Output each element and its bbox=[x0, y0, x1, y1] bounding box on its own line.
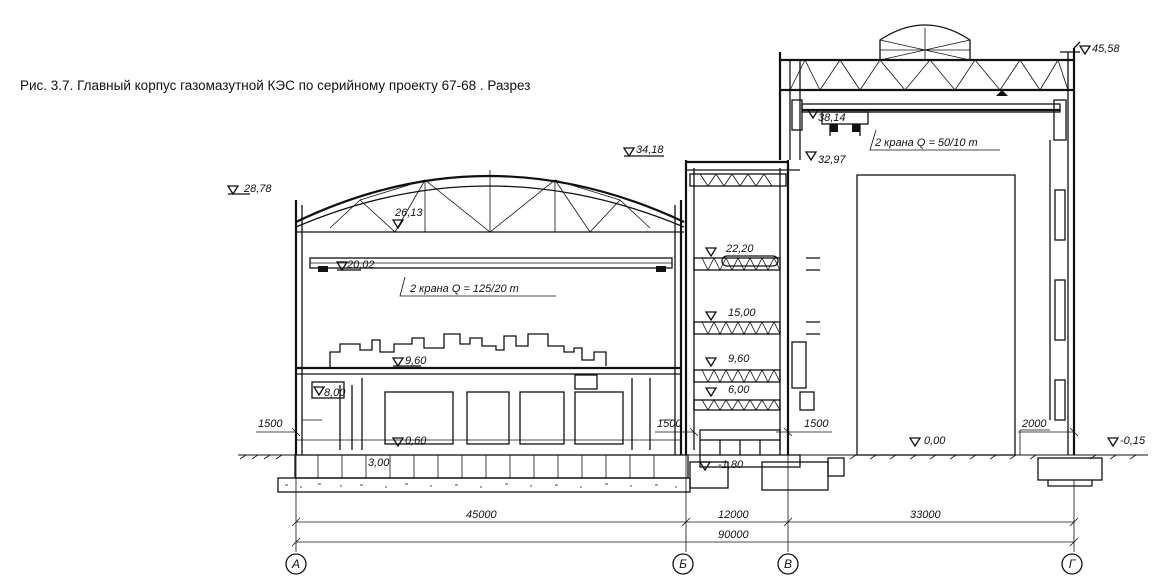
axis-b: Б bbox=[672, 553, 694, 575]
dimension-12000: 12000 bbox=[718, 509, 749, 521]
dimension-33000: 33000 bbox=[910, 509, 941, 521]
elevation-label: 38,14 bbox=[818, 112, 846, 124]
elevation-label: 9,60 bbox=[728, 353, 750, 365]
dimension-1500-left: 1500 bbox=[258, 418, 283, 430]
foundation bbox=[277, 454, 1103, 493]
elevation-label: 15,00 bbox=[728, 307, 756, 319]
axis-label: Б bbox=[679, 557, 687, 571]
elevation-label: 34,18 bbox=[636, 144, 664, 156]
crane-label-boiler-hall: 2 крана Q = 125/20 т bbox=[409, 283, 519, 295]
dimension-2000: 2000 bbox=[1021, 418, 1047, 430]
elevation-label: 8,00 bbox=[324, 387, 346, 399]
elevation-label: 22,20 bbox=[725, 243, 754, 255]
elevation-label: 20,02 bbox=[346, 259, 375, 271]
grid-axes: А Б В Г bbox=[285, 553, 1083, 575]
dimension-45000: 45000 bbox=[466, 509, 497, 521]
axis-label: А bbox=[291, 557, 300, 571]
elevation-label: 26,13 bbox=[394, 207, 423, 219]
crane-labels: 2 крана Q = 125/20 т 2 крана Q = 50/10 т bbox=[399, 129, 1000, 297]
axis-label: Г bbox=[1069, 557, 1077, 571]
elevation-label: -1,80 bbox=[718, 459, 744, 471]
elevation-markers bbox=[226, 45, 1120, 472]
axis-a: А bbox=[285, 553, 307, 575]
elevation-label: -0,15 bbox=[1120, 435, 1146, 447]
elevation-label: 28,78 bbox=[243, 183, 272, 195]
elevation-label: 9,60 bbox=[405, 355, 427, 367]
elevation-label: 45,58 bbox=[1092, 43, 1120, 55]
boiler-hall bbox=[294, 170, 685, 455]
elevation-label: 6,00 bbox=[728, 384, 750, 396]
elevation-label: 32,97 bbox=[818, 154, 846, 166]
dimension-90000: 90000 bbox=[718, 529, 749, 541]
deaerator-bay bbox=[684, 160, 820, 455]
dimension-1500-right: 1500 bbox=[804, 418, 829, 430]
axis-g: Г bbox=[1061, 553, 1083, 575]
figure-caption: Рис. 3.7. Главный корпус газомазутной КЭ… bbox=[20, 78, 531, 93]
dimension-lines: 1500 1500 1500 2000 45000 12000 33000 90… bbox=[256, 418, 1079, 552]
dimension-1500-middle: 1500 bbox=[657, 418, 682, 430]
elevation-label: 0,00 bbox=[924, 435, 946, 447]
axis-label: В bbox=[784, 557, 792, 571]
elevation-label: 3,00 bbox=[368, 457, 390, 469]
elevation-labels: 28,78 26,13 20,02 9,60 8,00 0,60 3,00 34… bbox=[243, 43, 1146, 471]
elevation-label: 0,60 bbox=[405, 435, 427, 447]
axis-v: В bbox=[777, 553, 799, 575]
turbine-hall bbox=[778, 24, 1081, 456]
crane-label-turbine-hall: 2 крана Q = 50/10 т bbox=[874, 137, 978, 149]
